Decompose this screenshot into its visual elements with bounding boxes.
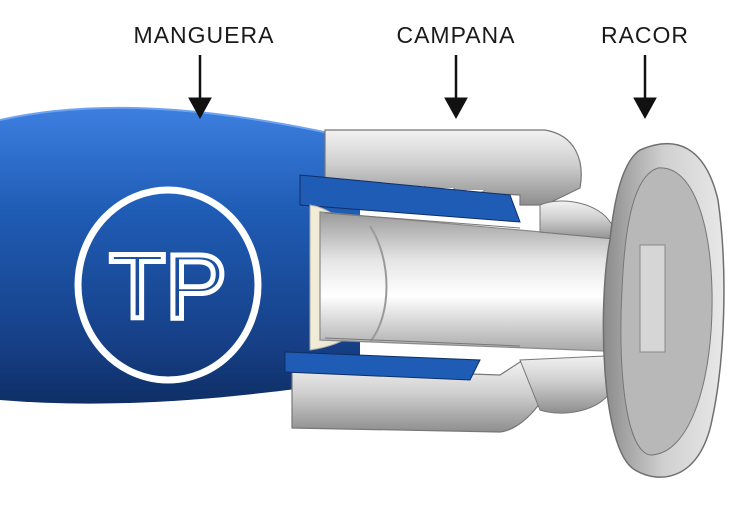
label-campana: CAMPANA: [396, 22, 516, 48]
arrow-racor: [633, 55, 657, 120]
hose-cut-section: [284, 174, 521, 381]
fitting-flange: [602, 143, 725, 478]
arrow-manguera: [188, 55, 212, 120]
label-racor: RACOR: [600, 22, 690, 48]
arrow-campana: [444, 55, 468, 120]
logo-text: TP: [109, 236, 227, 338]
tp-logo: TP: [74, 186, 262, 384]
label-manguera: MANGUERA: [133, 22, 275, 48]
